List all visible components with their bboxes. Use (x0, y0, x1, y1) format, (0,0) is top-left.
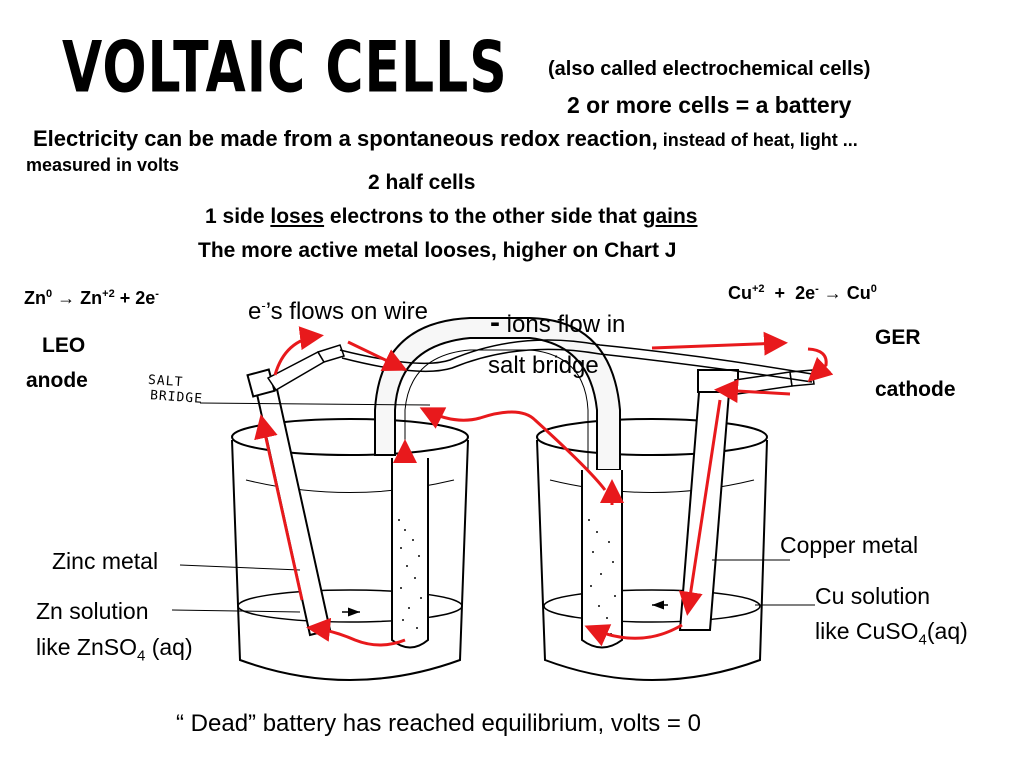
dead-battery-note: “ Dead” battery has reached equilibrium,… (176, 710, 701, 737)
eq-zn2-sup: +2 (102, 288, 115, 300)
intro-main: Electricity can be made from a spontaneo… (33, 126, 658, 151)
electron-flow-arrows (254, 326, 834, 616)
loses-prefix: 1 side (205, 205, 271, 228)
ion-direction-arrows (342, 600, 668, 617)
half-cells-note: 2 half cells (368, 171, 476, 194)
eq-mid-sup: - (815, 283, 819, 295)
ion-dash: - (490, 306, 500, 339)
cuso4-sub: 4 (918, 631, 927, 649)
electron-a: e (248, 298, 262, 325)
znso4-a: like ZnSO (36, 634, 137, 660)
zinc-electrode (246, 368, 332, 637)
ion-flow-label-2: salt bridge (488, 352, 599, 379)
loses-word: loses (270, 205, 325, 228)
subtitle: (also called electrochemical cells) (548, 58, 871, 80)
eq-zn: Zn (24, 288, 46, 308)
eq-arrow-right: → (818, 283, 847, 303)
loses-middle: electrons to the other side that (324, 205, 643, 228)
anode-label: anode (26, 369, 88, 392)
znso4-label: like ZnSO4 (aq) (36, 634, 193, 665)
cuso4-b: (aq) (926, 618, 968, 644)
active-metal-note: The more active metal looses, higher on … (198, 239, 677, 262)
gains-word: gains (642, 205, 698, 228)
electron-b: ’s flows on wire (265, 298, 428, 325)
copper-metal-label: Copper metal (780, 532, 919, 558)
electron-flow-label: e-’s flows on wire (248, 298, 428, 326)
zinc-clip (266, 344, 345, 392)
eq-arrow-left: → (52, 288, 81, 308)
intro-line: Electricity can be made from a spontaneo… (33, 126, 858, 152)
cuso4-a: like CuSO (815, 618, 919, 644)
ion-flow-arrows (306, 407, 683, 647)
znso4-sub: 4 (136, 647, 146, 665)
zinc-metal-label: Zinc metal (52, 548, 159, 574)
external-wire (339, 339, 813, 383)
ger-label: GER (875, 326, 921, 349)
loses-gains-line: 1 side loses electrons to the other side… (205, 205, 698, 229)
ion-flow-label-1: - ions flow in (490, 306, 625, 340)
eq-tail-left: + 2e (114, 288, 156, 308)
znso4-b: (aq) (145, 634, 193, 660)
left-beaker (231, 418, 469, 681)
label-pointers (171, 559, 815, 613)
eq-zn-sup: 0 (46, 288, 53, 300)
eq-cu-sup: +2 (752, 283, 765, 295)
eq-mid: + 2e (764, 283, 816, 303)
cathode-label: cathode (875, 378, 956, 401)
eq-tail-left-sup: - (155, 288, 159, 300)
cu-solution-label: Cu solution (815, 583, 931, 609)
zinc-half-reaction: Zn0 → Zn+2 + 2e- (24, 288, 159, 309)
copper-half-reaction: Cu+2 + 2e- → Cu0 (728, 283, 877, 304)
salt-bridge-pointer (199, 402, 431, 406)
copper-electrode (678, 369, 739, 631)
page-title: VOLTAIC CELLS (62, 28, 508, 109)
battery-note: 2 or more cells = a battery (567, 92, 852, 118)
eq-zn2: Zn (80, 288, 103, 308)
eq-cu0-sup: 0 (870, 283, 877, 295)
salt-bridge-fill (398, 519, 616, 635)
eq-cu0: Cu (846, 283, 871, 303)
intro-tail: instead of heat, light ... (657, 130, 858, 150)
zn-solution-label: Zn solution (36, 598, 149, 624)
salt-bridge-tube (374, 317, 623, 649)
electron-sup: - (261, 298, 266, 313)
measured-note: measured in volts (26, 155, 180, 175)
eq-cu: Cu (728, 283, 752, 303)
leo-label: LEO (42, 334, 86, 357)
ion-line1: ions flow in (500, 311, 626, 338)
right-beaker (536, 418, 768, 681)
cuso4-label: like CuSO4(aq) (815, 618, 968, 649)
